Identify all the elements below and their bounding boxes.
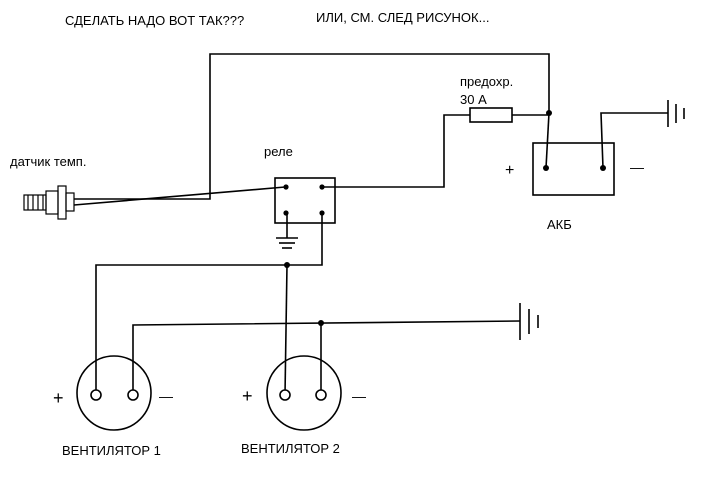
header-alternative: ИЛИ, СМ. СЛЕД РИСУНОК... xyxy=(316,10,489,25)
relay-box xyxy=(274,177,336,224)
battery-box xyxy=(532,142,615,196)
relay-ground-icon xyxy=(276,237,298,249)
fuse-label-line2: 30 А xyxy=(460,92,487,107)
wire-sensor-to-top-bus xyxy=(74,53,550,200)
sensor-label: датчик темп. xyxy=(10,154,86,169)
fan1-minus: — xyxy=(159,388,173,404)
wire-fans-to-ground xyxy=(132,320,521,395)
header-question: СДЕЛАТЬ НАДО ВОТ ТАК??? xyxy=(65,13,244,28)
wire-relay-to-fuse xyxy=(322,114,470,188)
fan1-label: ВЕНТИЛЯТОР 1 xyxy=(62,443,161,458)
wire-sensor-to-relay xyxy=(73,186,286,206)
fuse-icon xyxy=(469,107,513,123)
fan2-plus: + xyxy=(242,386,253,406)
relay-label: реле xyxy=(264,144,293,159)
battery-plus: + xyxy=(505,162,514,179)
battery-ground-icon xyxy=(667,100,685,127)
temperature-sensor xyxy=(23,185,75,220)
wire-relay-to-fan1 xyxy=(95,213,323,395)
battery-minus: — xyxy=(630,159,644,175)
wire-relay-to-fan2 xyxy=(284,264,288,396)
fan2-minus: — xyxy=(352,388,366,404)
fan2-label: ВЕНТИЛЯТОР 2 xyxy=(241,441,340,456)
fan1-plus: + xyxy=(53,388,64,408)
battery-label: АКБ xyxy=(547,217,572,232)
fan1-icon xyxy=(76,355,152,431)
fan-ground-icon xyxy=(519,303,539,340)
fuse-label-line1: предохр. xyxy=(460,74,513,89)
fan2-icon xyxy=(266,355,342,431)
